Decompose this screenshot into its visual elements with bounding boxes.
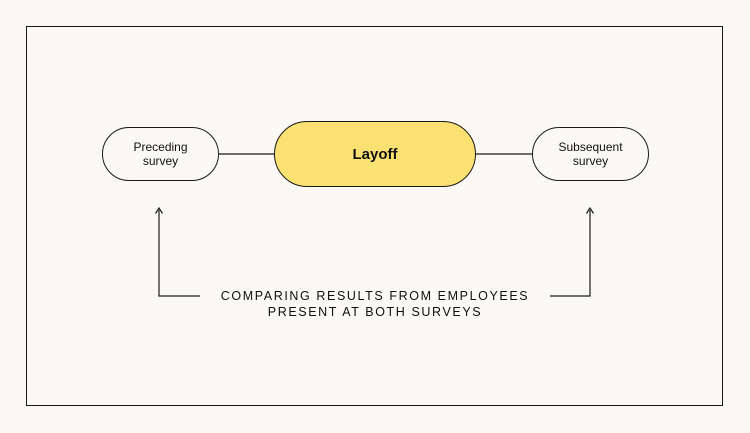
arrowhead-subsequent-icon — [585, 206, 595, 214]
node-preceding-survey: Preceding survey — [102, 127, 219, 181]
node-layoff: Layoff — [274, 121, 476, 187]
comparison-bracket-left — [158, 210, 214, 297]
comparison-bracket-right — [536, 210, 591, 297]
arrowhead-preceding-icon — [154, 206, 164, 214]
node-layoff-label: Layoff — [352, 145, 398, 163]
diagram-frame — [26, 26, 723, 406]
node-subsequent-label-line1: Subsequent — [558, 140, 623, 154]
node-subsequent-label-line2: survey — [572, 154, 609, 168]
comparison-caption-line2: PRESENT AT BOTH SURVEYS — [267, 305, 483, 319]
node-subsequent-survey: Subsequent survey — [532, 127, 649, 181]
comparison-caption: COMPARING RESULTS FROM EMPLOYEES PRESENT… — [200, 288, 550, 320]
node-preceding-label-line1: Preceding — [133, 140, 188, 154]
comparison-caption-line1: COMPARING RESULTS FROM EMPLOYEES — [220, 289, 530, 303]
node-preceding-label-line2: survey — [142, 154, 179, 168]
